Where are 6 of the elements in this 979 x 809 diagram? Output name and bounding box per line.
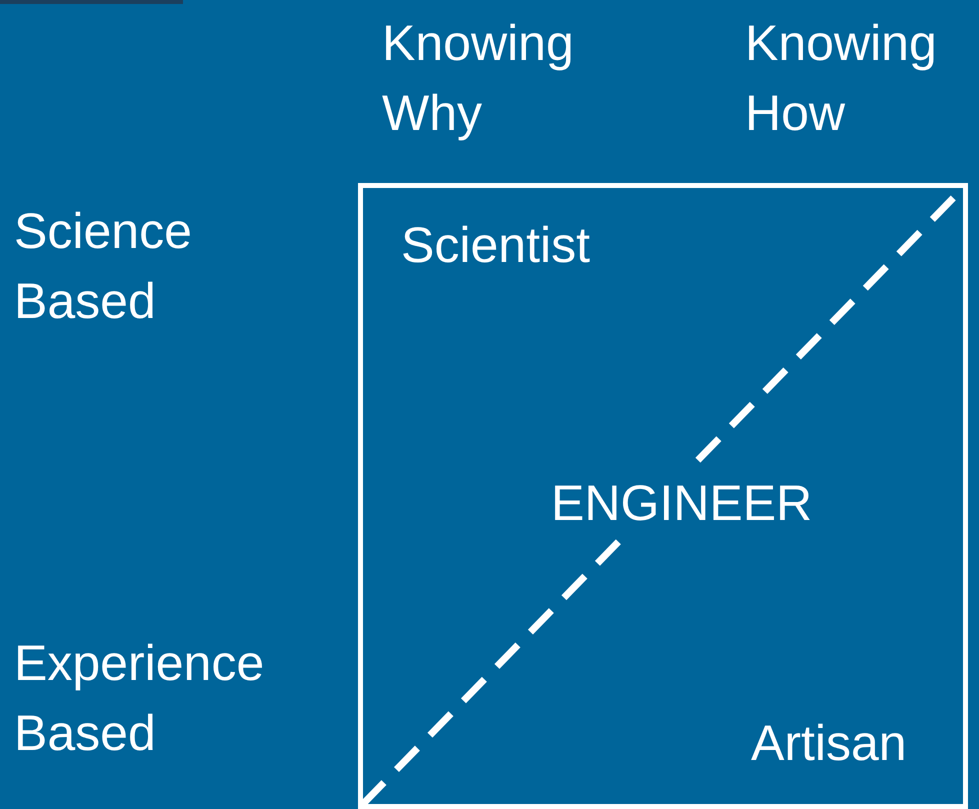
quadrant-label: Artisan [751,714,907,773]
quadrant-label: Scientist [401,216,590,275]
row-heading: Science Based [14,202,193,331]
column-heading: Knowing Why [382,14,575,143]
row-heading: Experience Based [14,634,266,763]
column-heading: Knowing How [745,14,938,143]
